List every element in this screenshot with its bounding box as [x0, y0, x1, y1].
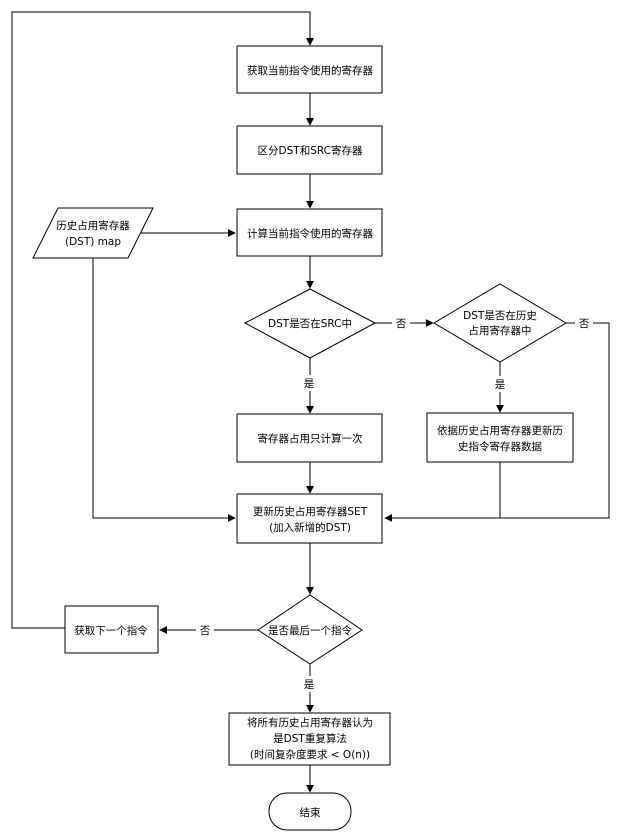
node-label: 区分DST和SRC寄存器 — [258, 144, 363, 157]
label-yes: 是 — [304, 378, 315, 390]
node-label: (DST) map — [65, 236, 121, 248]
edge-labels: 否 否 是 是 否 是 — [196, 314, 593, 692]
node-label: 结束 — [300, 806, 321, 819]
node-update-set: 更新历史占用寄存器SET (加入新增的DST) — [236, 493, 383, 544]
node-label: 更新历史占用寄存器SET — [253, 505, 368, 518]
node-label: (时间复杂度要求 < O(n)) — [250, 748, 370, 761]
node-compute-registers: 计算当前指令使用的寄存器 — [236, 208, 383, 257]
node-treat-as-dst: 将所有历史占用寄存器认为 是DST重复算法 (时间复杂度要求 < O(n)) — [228, 712, 391, 766]
node-update-by-history: 依据历史占用寄存器更新历 史指令寄存器数据 — [426, 412, 574, 463]
node-history-map: 历史占用寄存器 (DST) map — [32, 207, 154, 259]
node-label: 计算当前指令使用的寄存器 — [247, 227, 373, 240]
node-label: 历史占用寄存器 — [56, 219, 130, 232]
decision-label: 占用寄存器中 — [469, 324, 532, 337]
label-yes: 是 — [495, 379, 506, 391]
label-no: 否 — [396, 318, 407, 330]
node-label: (加入新增的DST) — [269, 521, 351, 534]
label-yes: 是 — [304, 679, 315, 691]
decision-label: 是否最后一个指令 — [268, 624, 352, 637]
node-label: 依据历史占用寄存器更新历 — [437, 424, 563, 437]
decision-label: DST是否在SRC中 — [268, 317, 352, 330]
label-no: 否 — [579, 318, 590, 330]
node-count-once: 寄存器占用只计算一次 — [236, 413, 383, 463]
node-end: 结束 — [268, 792, 352, 831]
edge-map-to-update — [92, 258, 236, 522]
node-label: 寄存器占用只计算一次 — [258, 432, 363, 445]
decision-dst-in-history: DST是否在历史 占用寄存器中 — [433, 283, 567, 363]
decision-dst-in-src: DST是否在SRC中 — [243, 288, 377, 359]
decision-last-instruction: 是否最后一个指令 — [257, 594, 363, 665]
edge-loop-back — [11, 11, 314, 629]
decision-label: DST是否在历史 — [463, 310, 537, 322]
node-label: 是DST重复算法 — [273, 732, 347, 745]
node-label: 获取下一个指令 — [74, 624, 148, 637]
node-next-instruction: 获取下一个指令 — [64, 605, 159, 654]
node-label: 将所有历史占用寄存器认为 — [247, 716, 373, 729]
node-get-registers: 获取当前指令使用的寄存器 — [236, 45, 383, 94]
node-split-dst-src: 区分DST和SRC寄存器 — [236, 125, 383, 175]
node-label: 史指令寄存器数据 — [458, 440, 542, 453]
node-label: 获取当前指令使用的寄存器 — [247, 64, 373, 77]
label-no: 否 — [200, 625, 211, 637]
